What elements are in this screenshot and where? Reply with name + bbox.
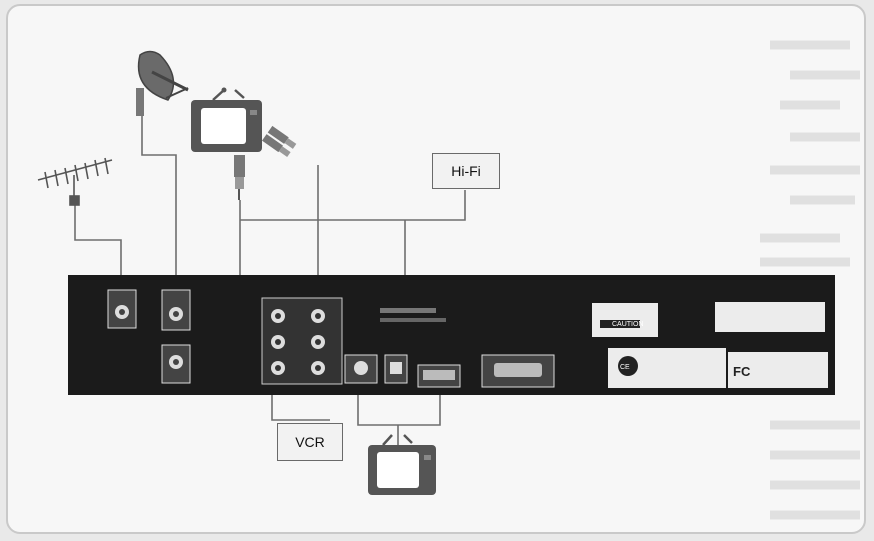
fc-mark: FC — [733, 364, 751, 379]
vcr-cable-scart — [357, 385, 441, 426]
wires — [74, 115, 466, 445]
rca-plug-icon — [234, 125, 297, 200]
hifi-box: Hi-Fi — [432, 153, 500, 189]
receiver-rear-panel — [68, 275, 835, 395]
vcr-label: VCR — [295, 434, 325, 450]
tv-icon — [368, 434, 436, 495]
tv-icon — [191, 87, 262, 152]
diagram-frame — [6, 4, 866, 534]
antenna-cable — [74, 205, 122, 290]
hifi-label: Hi-Fi — [451, 163, 481, 179]
vcr-box: VCR — [277, 423, 343, 461]
caution-label: CAUTION — [612, 321, 644, 328]
satellite-cable — [141, 115, 177, 290]
ce-mark: CE — [620, 364, 630, 371]
hifi-cable-top — [240, 190, 466, 221]
background-page-text — [760, 40, 860, 520]
antenna-icon — [37, 157, 113, 206]
satellite-dish-icon — [136, 50, 189, 116]
